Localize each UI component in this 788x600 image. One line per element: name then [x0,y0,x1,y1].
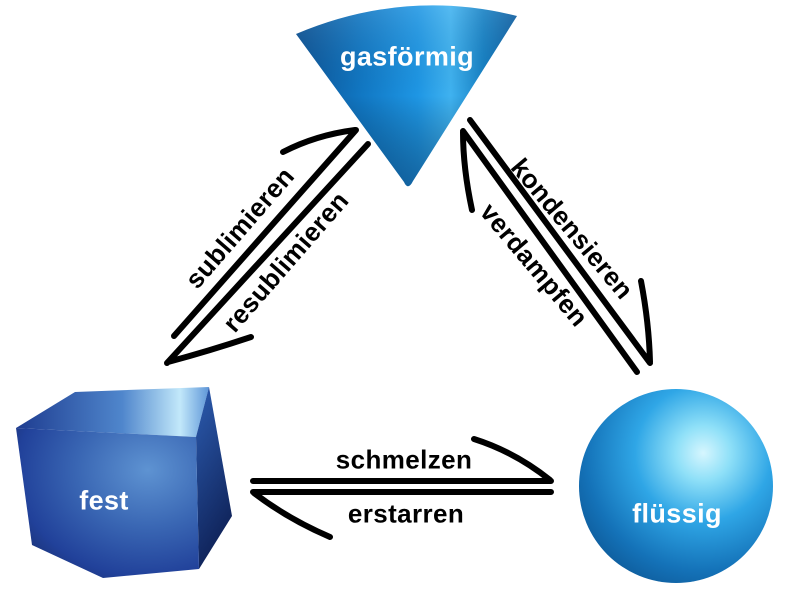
gas-state-label: gasförmig [339,41,475,72]
sublimieren-arrow [171,127,359,339]
liquid-state-label: flüssig [632,498,722,529]
verdampfen-arrow [460,128,640,375]
solid-cube-shape [16,387,232,578]
gas-cone-shape [296,5,517,187]
schmelzen-arrow [250,436,554,484]
erstarren-label: erstarren [347,498,465,529]
solid-state-label: fest [79,485,129,516]
resublimieren-arrow [164,141,371,366]
schmelzen-label: schmelzen [335,444,473,475]
liquid-sphere-shape [579,389,773,583]
kondensieren-arrow [467,117,653,366]
erstarren-arrow [250,489,554,540]
